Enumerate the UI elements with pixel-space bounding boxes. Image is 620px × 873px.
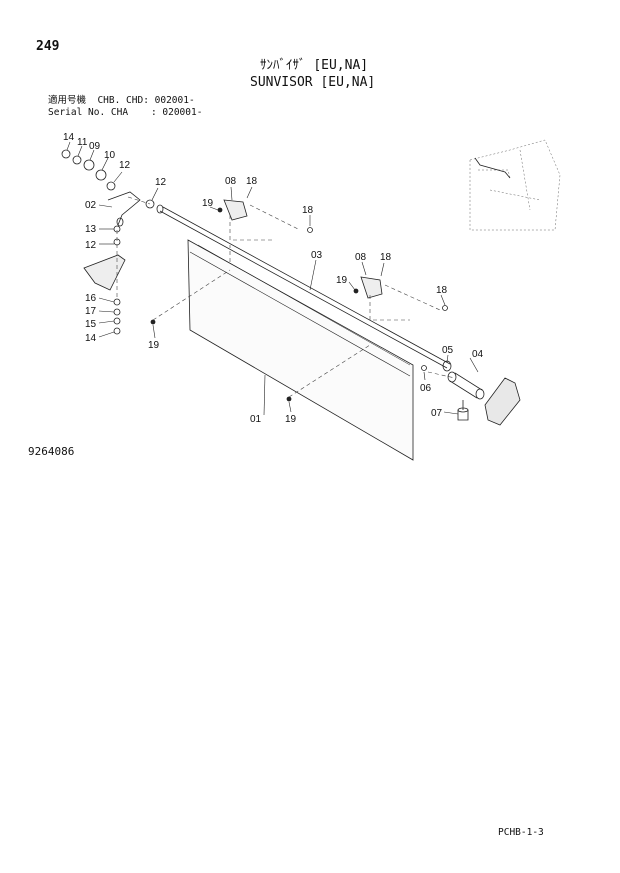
label-07: 07	[431, 408, 443, 419]
serial-line-2: Serial No. CHA : 020001-	[48, 107, 203, 118]
label-18c: 18	[380, 252, 392, 263]
label-09: 09	[89, 141, 101, 152]
side-bracket	[484, 377, 521, 426]
label-17: 17	[85, 306, 97, 317]
label-18a: 18	[246, 176, 258, 187]
label-08a: 08	[225, 176, 237, 187]
thumbnail-detail	[474, 157, 511, 179]
label-12c: 12	[85, 240, 97, 251]
label-11: 11	[77, 137, 88, 148]
location-thumbnail	[469, 139, 561, 231]
rod-03	[159, 206, 451, 369]
label-14b: 14	[85, 333, 97, 344]
label-08b: 08	[355, 252, 367, 263]
label-10: 10	[104, 150, 116, 161]
bracket-08-right	[360, 276, 383, 299]
label-18b: 18	[302, 205, 314, 216]
label-03: 03	[311, 250, 323, 261]
label-14a: 14	[63, 132, 75, 143]
label-16: 16	[85, 293, 97, 304]
page-number: 249	[36, 39, 60, 54]
label-19c: 19	[148, 340, 160, 351]
label-06: 06	[420, 383, 432, 394]
label-04: 04	[472, 349, 484, 360]
bracket-08-left	[223, 199, 248, 221]
label-01: 01	[250, 414, 262, 425]
serial-line-1: 適用号機 CHB. CHD: 002001-	[48, 95, 195, 106]
drawing-number: 9264086	[28, 445, 75, 458]
tube-04	[449, 372, 483, 399]
footer-code: PCHB-1-3	[498, 827, 544, 838]
label-02: 02	[85, 200, 97, 211]
label-12a: 12	[119, 160, 131, 171]
label-19a: 19	[202, 198, 214, 209]
label-15: 15	[85, 319, 97, 330]
arm-bracket	[83, 254, 126, 291]
mount-02	[107, 191, 141, 226]
label-05: 05	[442, 345, 454, 356]
pin-07	[457, 400, 469, 421]
label-13: 13	[85, 224, 97, 235]
label-18d: 18	[436, 285, 448, 296]
label-19d: 19	[285, 414, 297, 425]
title-japanese: ｻﾝﾊﾞｲｻﾞ [EU,NA]	[260, 58, 369, 73]
visor-panel	[187, 239, 414, 461]
title-english: SUNVISOR [EU,NA]	[250, 75, 376, 90]
label-19b: 19	[336, 275, 348, 286]
label-12b: 12	[155, 177, 167, 188]
